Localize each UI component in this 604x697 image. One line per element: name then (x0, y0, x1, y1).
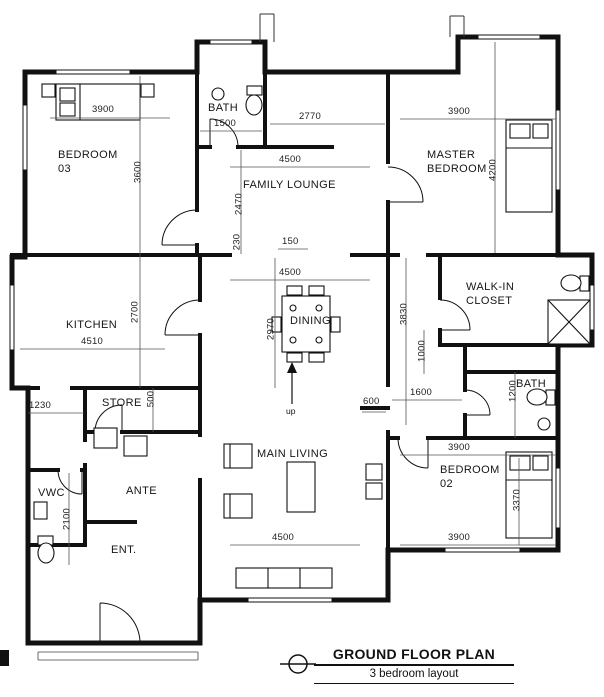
dim-kitchen-width: 4510 (81, 336, 103, 347)
dim-lounge-upper-width: 2770 (299, 111, 321, 122)
dim-bath-right-depth: 1200 (507, 380, 519, 402)
dim-store-depth: 500 (145, 390, 157, 408)
stair-up-label: up (286, 406, 296, 416)
vwc-fixtures (33, 501, 55, 564)
room-label-family-lounge: FAMILY LOUNGE (243, 179, 336, 191)
dim-master-depth: 4200 (487, 159, 499, 181)
dim-vwc-depth: 2100 (61, 508, 73, 530)
dim-hall-1000: 1000 (416, 340, 428, 362)
window (553, 467, 563, 529)
dim-hall-width: 1600 (410, 387, 432, 398)
stair-up-arrow (287, 362, 297, 404)
dim-bedroom02-depth: 3370 (511, 489, 523, 511)
window (20, 104, 30, 171)
window (247, 595, 333, 605)
dim-600: 600 (363, 396, 380, 407)
dim-bedroom02-width-top: 3900 (448, 442, 470, 453)
room-label-bath-right: BATH (516, 378, 547, 390)
room-label-vwc: VWC (38, 487, 65, 499)
room-label-bath-top: BATH (208, 102, 239, 114)
dim-lobby-width: 1230 (29, 400, 51, 411)
window (477, 32, 541, 42)
room-label-store: STORE (102, 397, 142, 409)
door-swings (57, 118, 491, 644)
dining-table (271, 285, 341, 363)
room-label-main-living: MAIN LIVING (257, 448, 329, 460)
bed-bedroom-03 (41, 83, 155, 121)
dim-kitchen-depth: 2700 (129, 301, 141, 323)
dim-150: 150 (282, 236, 299, 247)
room-label-master-bedroom: MASTER BEDROOM (427, 149, 487, 175)
window (55, 67, 131, 77)
room-label-bedroom-03: BEDROOM 03 (58, 149, 118, 175)
vent-outlines (259, 13, 465, 42)
dim-dining-width: 4500 (279, 267, 301, 278)
porch-steps (37, 651, 199, 661)
bath-top-fixtures (211, 85, 263, 116)
title-block: GROUND FLOOR PLAN 3 bedroom layout (314, 646, 514, 684)
room-label-ent: ENT. (111, 544, 137, 556)
room-label-walk-in-closet: WALK-IN CLOSET (466, 281, 515, 307)
dimension-lines (20, 42, 556, 565)
bath-right-fixtures (526, 388, 556, 431)
room-label-bedroom-02: BEDROOM 02 (440, 464, 500, 490)
dim-bedroom03-depth: 3600 (132, 161, 144, 183)
dim-bedroom03-width: 3900 (92, 104, 114, 115)
dim-main-living-width: 4500 (272, 532, 294, 543)
window (209, 37, 253, 47)
dim-hall-length: 3830 (398, 303, 410, 325)
living-furniture (223, 443, 383, 589)
dim-bedroom02-width-bottom: 3900 (448, 532, 470, 543)
furniture (33, 83, 591, 589)
ante-chairs (93, 427, 148, 457)
dim-dining-depth: 2970 (265, 318, 277, 340)
window (7, 284, 17, 351)
dim-wall-230: 230 (231, 233, 243, 251)
room-label-kitchen: KITCHEN (66, 319, 118, 331)
dim-master-width: 3900 (448, 106, 470, 117)
bed-bedroom-02 (505, 451, 553, 539)
corner-mark (0, 650, 9, 666)
interior-walls (10, 70, 594, 602)
dim-bath-top-width: 1500 (214, 118, 236, 129)
dim-lounge-depth: 2470 (233, 193, 245, 215)
room-label-dining: DINING (290, 315, 331, 327)
plan-subtitle: 3 bedroom layout (314, 666, 514, 684)
room-label-ante: ANTE (126, 485, 157, 497)
section-symbol (280, 654, 316, 674)
walk-in-closet-fixtures (547, 274, 591, 345)
dim-family-lounge-width: 4500 (279, 154, 301, 165)
windows (7, 32, 597, 605)
plan-title: GROUND FLOOR PLAN (314, 646, 514, 666)
window (553, 109, 563, 191)
window (444, 545, 521, 555)
bed-master (505, 119, 553, 213)
